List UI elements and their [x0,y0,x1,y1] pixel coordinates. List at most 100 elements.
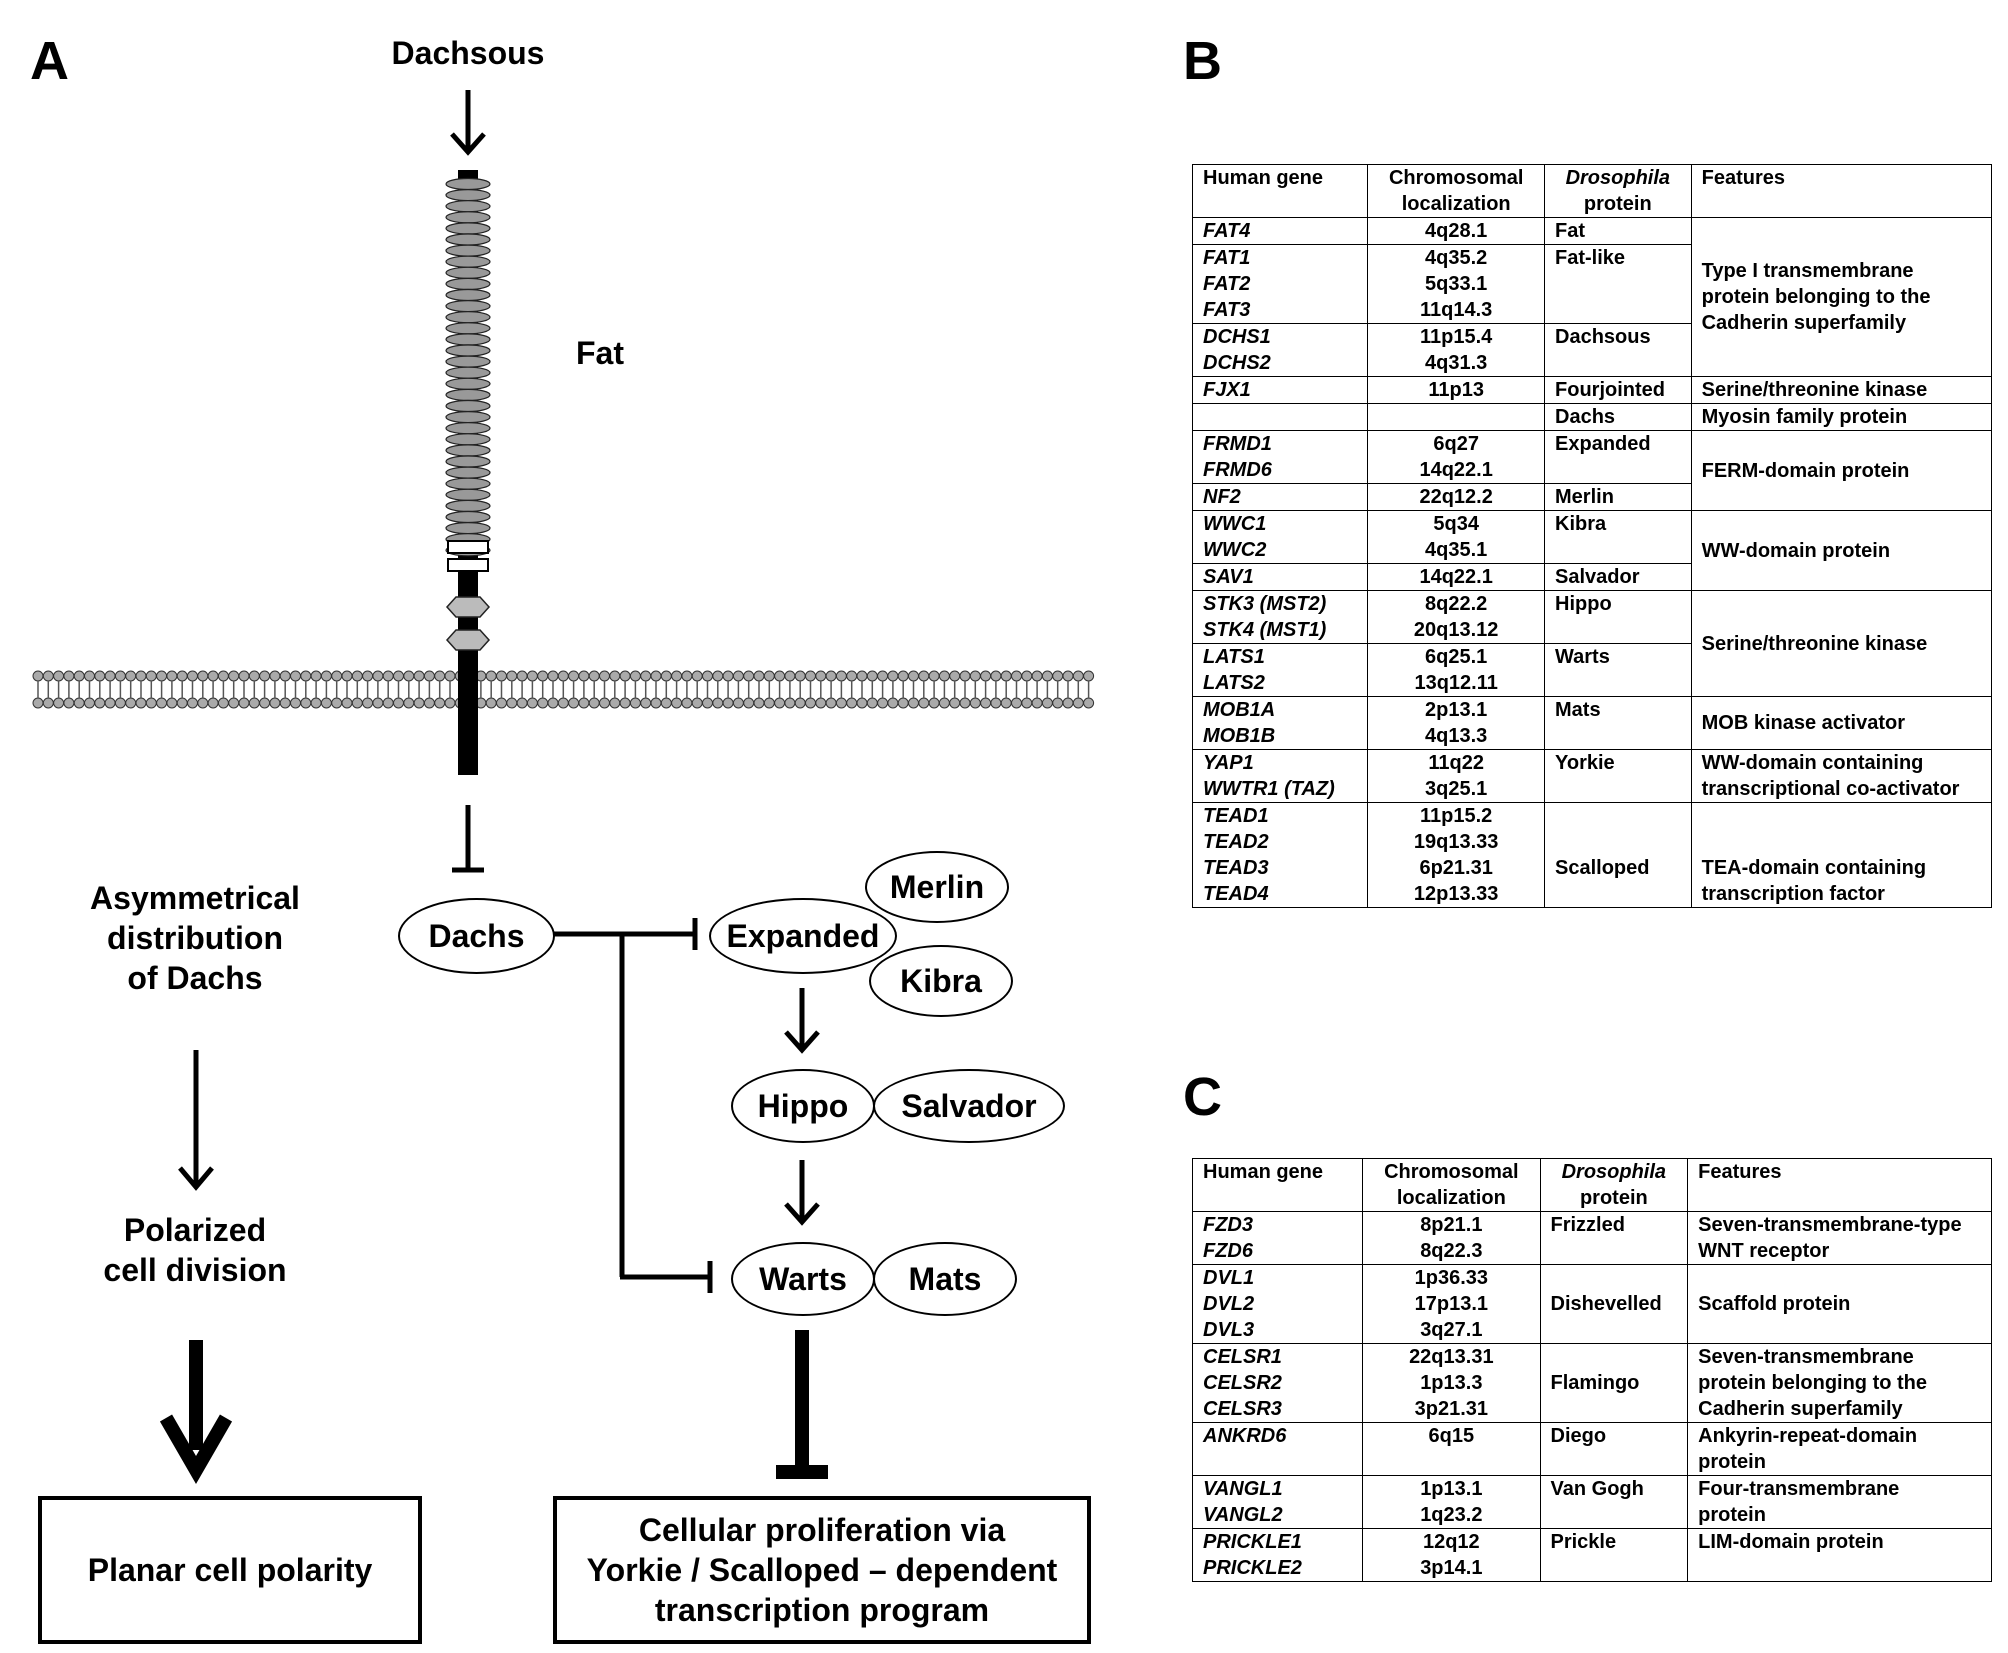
lipid-head [156,697,168,709]
human-gene-cell [1191,403,1369,431]
feature-text: protein belonging to the [1701,286,1931,308]
cadherin-repeat [445,477,491,490]
lipid-head [846,697,858,709]
cadherin-repeat [445,377,491,390]
asym-polarized-arrowhead [178,1166,214,1191]
locus-cell: 4q28.1 [1367,217,1546,245]
human-gene: PRICKLE2 [1203,1557,1302,1579]
chromosomal-locus: 2p13.1 [1425,699,1488,721]
lipid-head [290,697,301,709]
feature-text: TEA-domain containing [1701,857,1927,879]
human-gene: LATS2 [1203,672,1265,694]
lipid-head [372,697,384,709]
kibra-node: Kibra [869,945,1013,1017]
cadherin-repeat [445,444,491,457]
column-header-text: Human gene [1203,167,1324,189]
drosophila-protein-cell: Frizzled [1539,1211,1689,1265]
expanded-node: Expanded [709,898,897,974]
lipid-head [980,670,992,682]
lipid-head [310,670,322,682]
features-cell: FERM-domain protein [1690,430,1993,511]
chromosomal-locus: 14q22.1 [1419,459,1493,481]
hippo-warts-arrowhead [784,1202,820,1226]
lipid-head [877,697,889,709]
cadherin-repeat [445,388,491,401]
column-header-text: localization [1396,1187,1506,1209]
lipid-head [197,670,209,682]
feature-text [1698,1265,1981,1291]
chromosomal-locus: 11p15.2 [1420,805,1493,827]
drosophila-protein [1551,1344,1678,1370]
features-cell: Myosin family protein [1690,403,1993,431]
locus-cell [1367,403,1546,431]
lipid-head [918,670,930,682]
locus-cell: 6q15 [1362,1422,1541,1476]
lipid-head [568,670,580,682]
lipid-head [856,697,868,709]
lipid-head [681,697,693,709]
lipid-head [805,697,816,709]
feature-text [1702,803,1981,829]
feature-text: Serine/threonine kinase [1701,379,1928,401]
lipid-head [300,670,312,682]
column-header-text: Features [1698,1161,1782,1183]
cadherin-repeat [445,422,491,435]
cadherin-repeat [445,255,491,268]
lipid-head [187,697,198,709]
drosophila-protein-cell: Merlin [1544,483,1692,511]
lipid-head [125,697,137,709]
human-gene: PRICKLE1 [1203,1531,1302,1553]
chromosomal-locus: 11p13 [1428,379,1484,401]
lipid-head [928,697,940,709]
cadherin-repeat [445,411,491,424]
lipid-head [743,670,755,682]
human-gene: FJX1 [1203,379,1251,401]
panel-b-label: B [1183,31,1222,91]
lipid-head [753,697,765,709]
feature-text: FERM-domain protein [1701,459,1910,482]
lipid-head [835,697,847,709]
lipid-head [362,697,374,709]
drosophila-protein: Salvador [1555,566,1640,588]
human-gene: FAT2 [1203,273,1251,295]
drosophila-protein-cell: Mats [1544,696,1692,750]
lipid-head [815,697,827,709]
lipid-head [918,697,930,709]
feature-text [1702,512,1981,538]
cadherin-repeat [445,399,491,413]
lipid-head [53,697,65,709]
chromosomal-locus: 3q27.1 [1420,1319,1483,1341]
lipid-head [403,670,415,682]
lipid-head [640,670,652,682]
chromosomal-locus: 11q14.3 [1420,299,1493,321]
lipid-head [557,670,569,682]
human-gene: FAT1 [1203,247,1251,269]
chromosomal-locus: 4q31.3 [1425,352,1488,374]
chromosomal-locus: 1p13.3 [1420,1372,1483,1394]
lipid-head [568,697,580,709]
human-gene: DCHS2 [1203,352,1271,374]
human-gene: YAP1 [1203,752,1254,774]
column-header-text: Drosophila [1565,167,1671,189]
column-header-text: Features [1701,167,1785,189]
chromosomal-locus: 6p21.31 [1419,857,1493,879]
drosophila-protein-cell: Warts [1544,643,1692,697]
lipid-head [434,670,446,682]
lipid-head [887,697,899,709]
human-gene: MOB1A [1203,699,1276,721]
column-header: Features [1690,164,1993,218]
lipid-head [310,697,322,709]
lipid-head [176,670,188,682]
cadherin-repeat [445,266,491,279]
